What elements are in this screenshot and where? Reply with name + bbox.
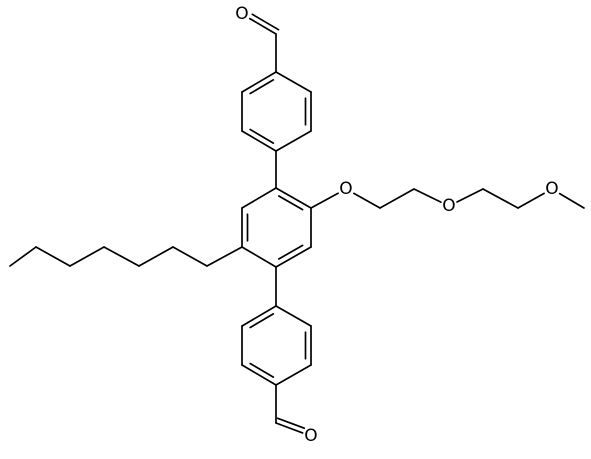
bond-d1-d2	[275, 305, 312, 327]
atom-label-layer: O O O O O	[235, 4, 558, 446]
bond-h2-h3	[138, 246, 174, 267]
bond-h6-h7	[9, 246, 37, 267]
bond-inner-b3-b4	[277, 244, 304, 260]
bond-e3-e4	[482, 188, 519, 209]
bond-d4-d5	[241, 364, 277, 386]
bond-b1-b2	[275, 187, 312, 209]
bond-e1-e2	[379, 188, 415, 209]
bond-inner-a4-a5	[249, 128, 275, 144]
bond-h3-h4	[103, 246, 140, 267]
bond-inner-d6-d1	[249, 313, 275, 329]
bond-b5-h1	[206, 246, 243, 267]
bond-b4-b5	[241, 246, 277, 268]
bond-h4-h5	[69, 246, 105, 267]
bond-oe1-e1	[353, 192, 381, 209]
bond-inner-a6-a1	[249, 79, 275, 95]
atom-label-o-top: O	[235, 4, 248, 24]
bond-e4-oe3	[517, 192, 545, 209]
bond-d6-d1	[241, 305, 277, 327]
bond-double-c1-o1	[251, 13, 280, 31]
bond-c1-o1	[248, 17, 277, 35]
bond-h1-h2	[172, 246, 208, 267]
bond-b6-b1	[241, 187, 277, 209]
bond-double-c2-o5	[276, 417, 306, 430]
bond-inner-d4-d5	[249, 362, 275, 378]
bond-c2-o5	[275, 422, 304, 434]
bond-e2-oe2	[413, 188, 442, 203]
bond-a3-a4	[275, 130, 312, 152]
bond-a1-a2	[275, 71, 312, 93]
bond-b2-oe1	[310, 192, 339, 209]
atom-label-o-ether-3: O	[545, 179, 558, 199]
bond-d3-d4	[275, 364, 312, 386]
bond-oe2-e3	[456, 188, 484, 203]
bond-b3-b4	[275, 246, 312, 268]
bond-a6-a1	[241, 71, 277, 93]
bond-oe3-e5	[558, 192, 585, 209]
atom-label-o-ether-1: O	[339, 179, 352, 199]
atom-label-o-ether-2: O	[442, 196, 455, 216]
bond-h5-h6	[35, 246, 71, 267]
bond-layer	[9, 13, 585, 434]
bond-inner-b1-b2	[277, 195, 304, 211]
bond-a4-a5	[241, 130, 277, 152]
atom-label-o-bottom: O	[304, 426, 317, 446]
